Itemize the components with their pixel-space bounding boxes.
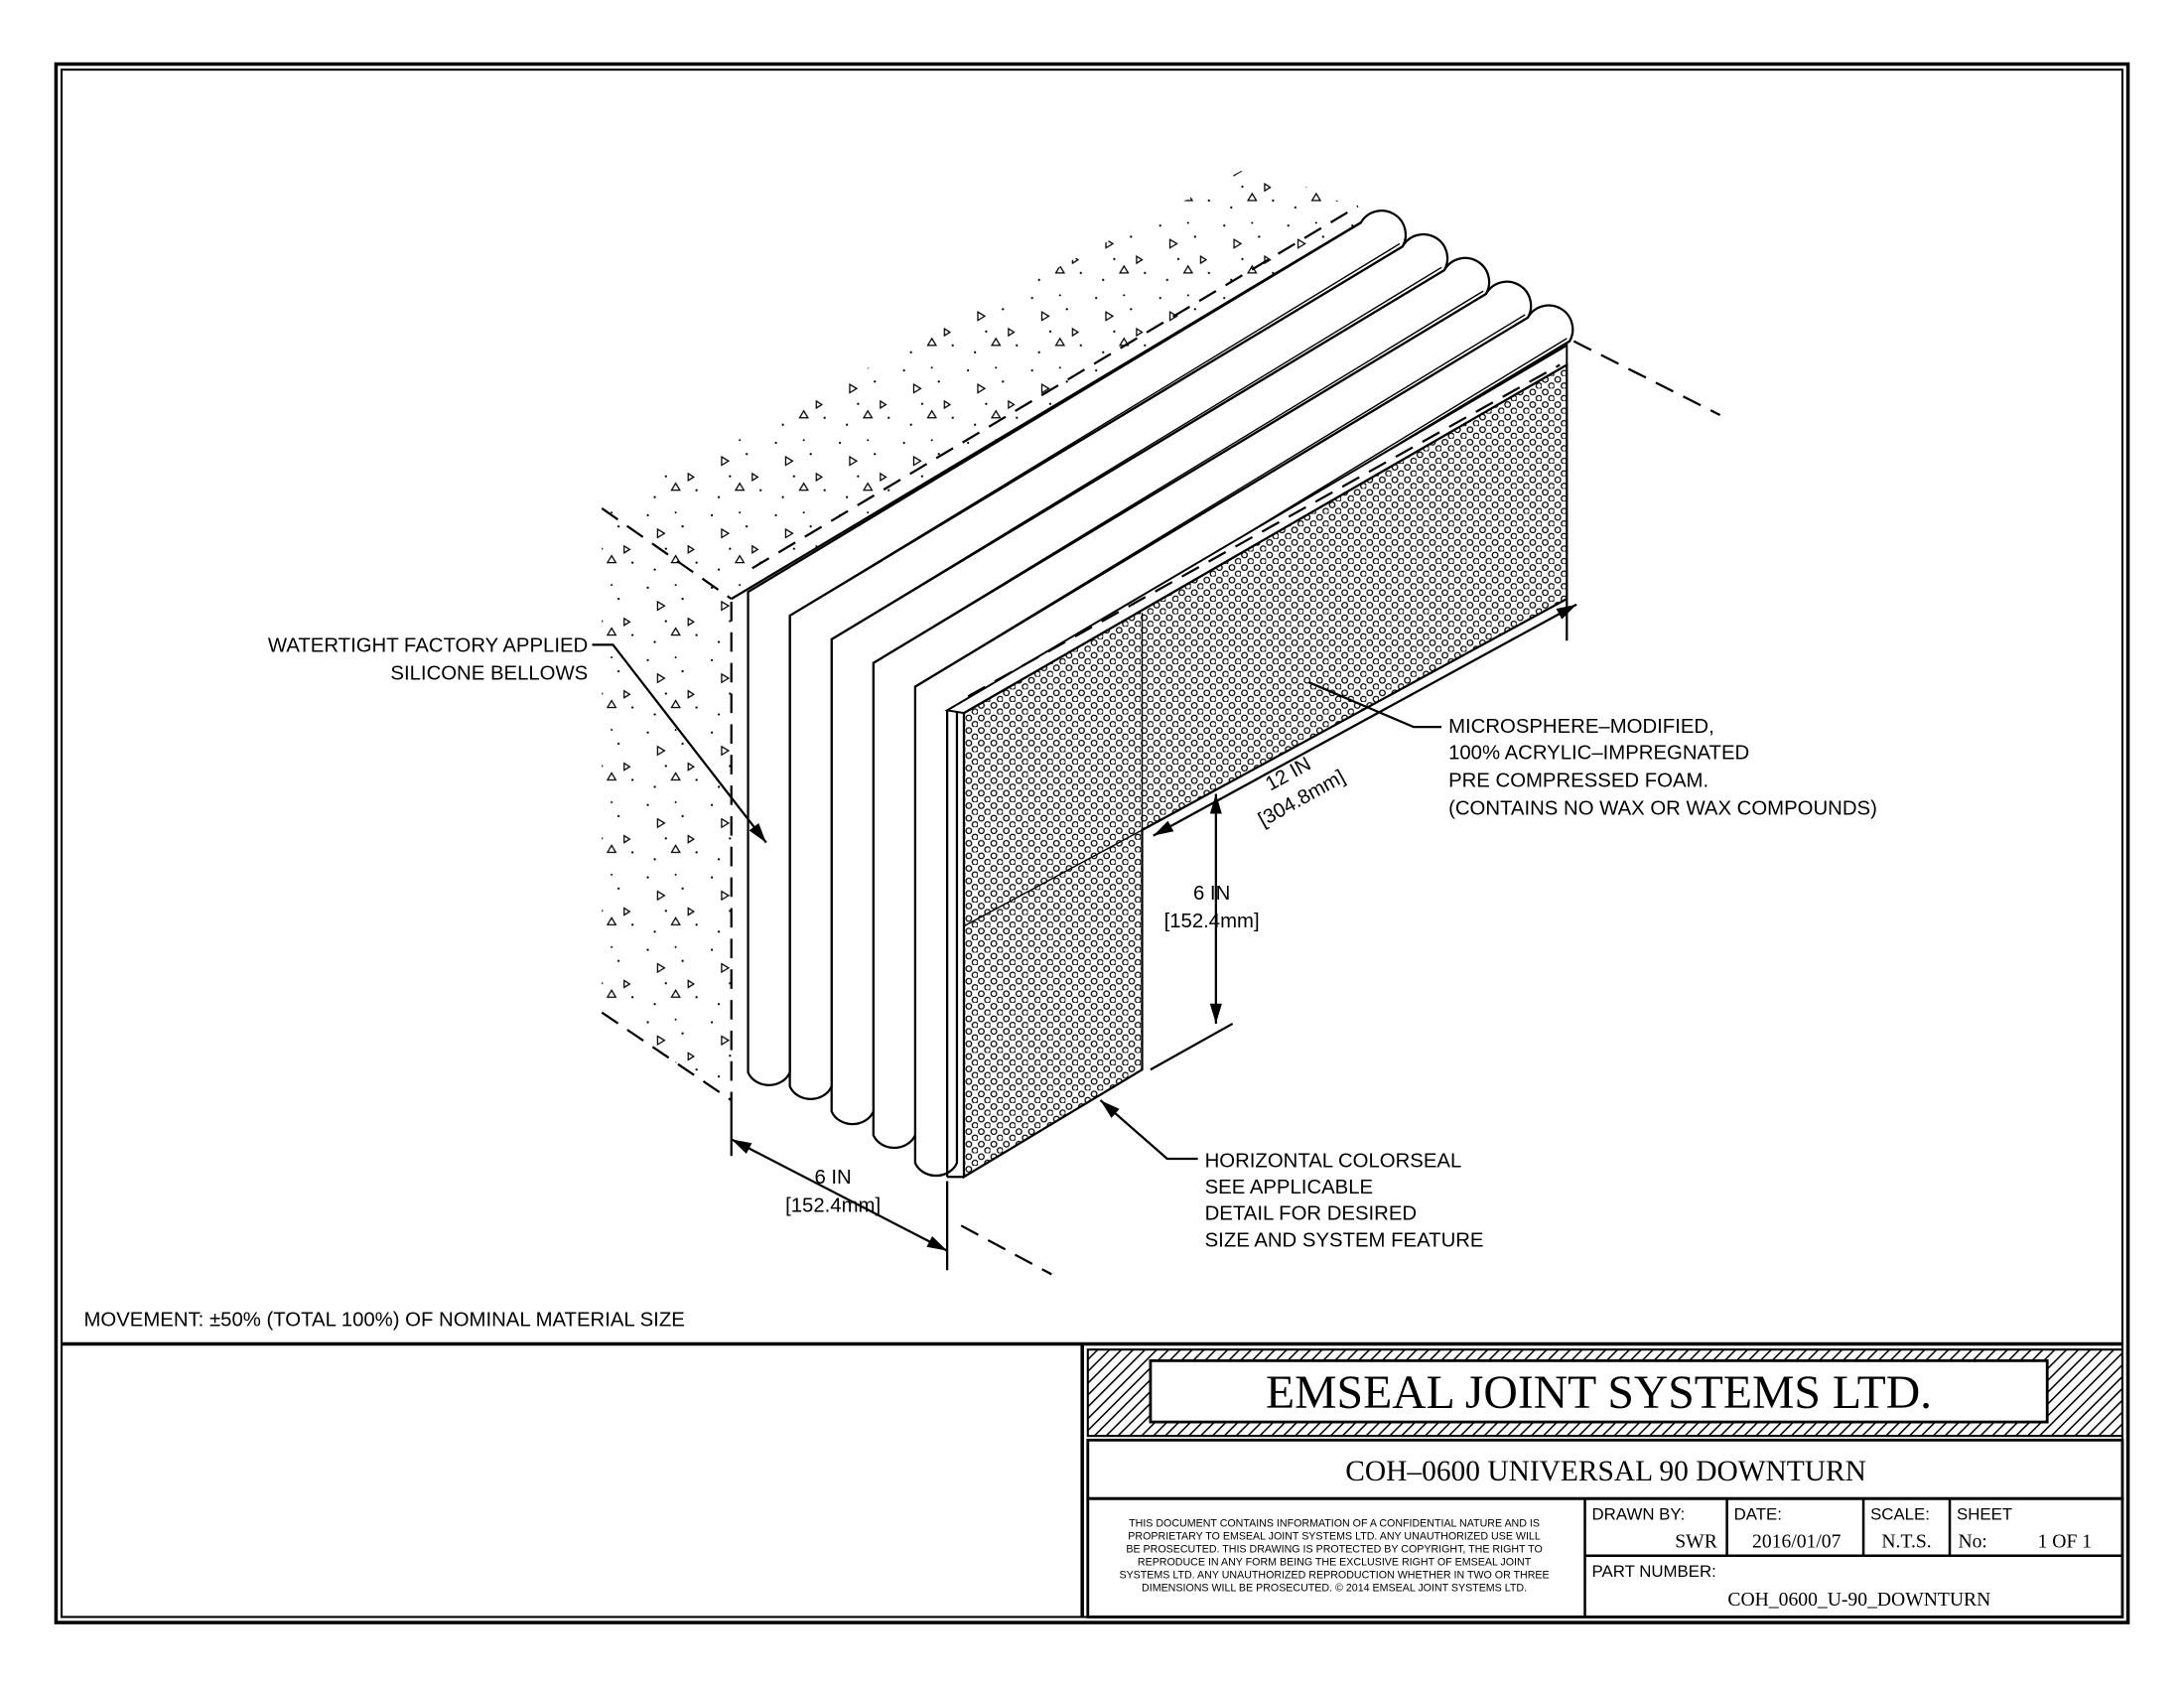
movement-note: MOVEMENT: ±50% (TOTAL 100%) OF NOMINAL M… (83, 1309, 684, 1331)
bellows-tube (788, 232, 1449, 1100)
foam-label-line-4: (CONTAINS NO WAX OR WAX COMPOUNDS) (1448, 798, 1877, 820)
height-dimension-metric: [152.4mm] (1164, 911, 1260, 932)
date-value: 2016/01/07 (1752, 1531, 1842, 1552)
foam-label-line-2: 100% ACRYLIC–IMPREGNATED (1448, 742, 1749, 764)
foam-label-line-3: PRE COMPRESSED FOAM. (1448, 770, 1708, 791)
bellows-edge (873, 290, 1484, 664)
bellows-edge (789, 242, 1401, 617)
scale-label: SCALE: (1870, 1504, 1930, 1523)
height-dimension-value: 6 IN (1193, 883, 1230, 905)
legal-notice-line: PROPRIETARY TO EMSEAL JOINT SYSTEMS LTD.… (1128, 1530, 1541, 1542)
company-name: EMSEAL JOINT SYSTEMS LTD. (1266, 1367, 1932, 1419)
concrete-front-wall (602, 507, 732, 1101)
foam-label-line-1: MICROSPHERE–MODIFIED, (1448, 716, 1714, 738)
colorseal-label-line-3: DETAIL FOR DESIRED (1205, 1203, 1417, 1225)
sheet-label: SHEET (1957, 1504, 2012, 1523)
legal-notice-line: REPRODUCE IN ANY FORM BEING THE EXCLUSIV… (1138, 1556, 1532, 1568)
bellows-label-line-2: SILICONE BELLOWS (390, 662, 588, 684)
drawing-title: COH–0600 UNIVERSAL 90 DOWNTURN (1345, 1456, 1866, 1487)
legal-notice-line: THIS DOCUMENT CONTAINS INFORMATION OF A … (1129, 1517, 1540, 1529)
width-dimension-value: 6 IN (814, 1167, 851, 1189)
legal-notice-line: DIMENSIONS WILL BE PROSECUTED. © 2014 EM… (1142, 1583, 1527, 1595)
concrete-top-surface (602, 164, 1372, 600)
legal-notice: THIS DOCUMENT CONTAINS INFORMATION OF A … (1119, 1517, 1549, 1594)
colorseal-label-line-1: HORIZONTAL COLORSEAL (1205, 1150, 1462, 1172)
bellows-tube (830, 256, 1491, 1126)
legal-notice-line: BE PROSECUTED. THIS DRAWING IS PROTECTED… (1126, 1543, 1542, 1555)
outer-border (54, 62, 2130, 1624)
width-dimension-metric: [152.4mm] (785, 1195, 881, 1216)
bellows-tube (747, 210, 1408, 1086)
joint-drawing: WATERTIGHT FACTORY APPLIED SILICONE BELL… (83, 164, 1877, 1331)
scale-value: N.T.S. (1881, 1531, 1931, 1552)
part-number-value: COH_0600_U-90_DOWNTURN (1727, 1590, 1990, 1611)
bellows-edge (914, 314, 1526, 688)
sheet-no-label: No: (1958, 1531, 1986, 1552)
drawn-by-value: SWR (1675, 1531, 1717, 1552)
bellows-label-line-1: WATERTIGHT FACTORY APPLIED (268, 634, 588, 656)
part-number-label: PART NUMBER: (1592, 1562, 1716, 1581)
date-label: DATE: (1734, 1504, 1782, 1523)
title-block: EMSEAL JOINT SYSTEMS LTD. COH–0600 UNIVE… (62, 1341, 2124, 1618)
drawn-by-label: DRAWN BY: (1592, 1504, 1686, 1523)
colorseal-label-line-2: SEE APPLICABLE (1205, 1177, 1373, 1198)
colorseal-label-line-4: SIZE AND SYSTEM FEATURE (1205, 1229, 1484, 1251)
legal-notice-line: SYSTEMS LTD. ANY UNAUTHORIZED REPRODUCTI… (1119, 1569, 1549, 1581)
sheet-value: 1 OF 1 (2038, 1531, 2093, 1552)
bellows-edge (831, 266, 1442, 640)
